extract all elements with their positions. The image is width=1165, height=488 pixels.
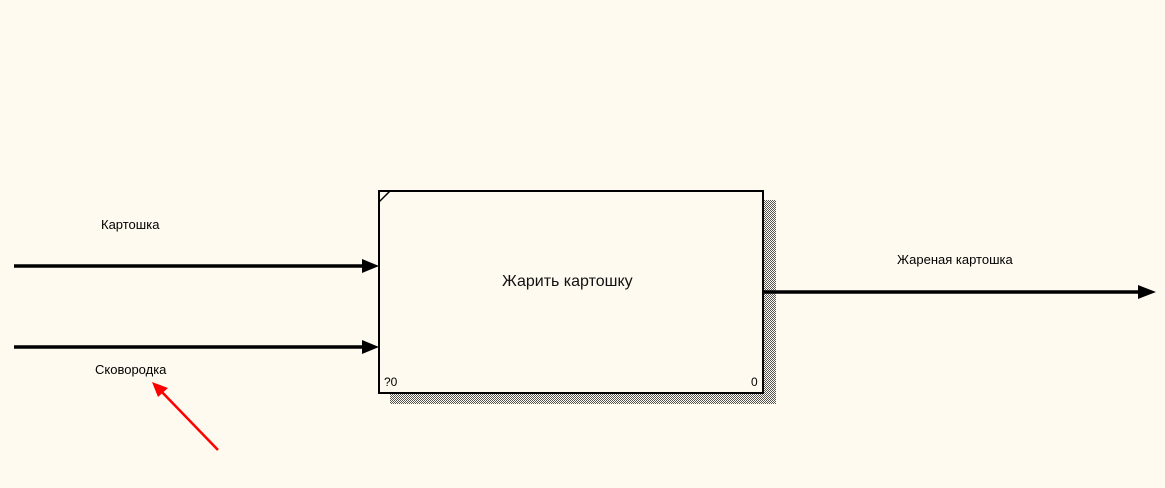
activity-box[interactable] — [378, 190, 764, 394]
output-label-fried-potato: Жареная картошка — [897, 252, 1013, 267]
activity-cost: 0 — [751, 375, 758, 389]
input-label-potato: Картошка — [101, 217, 160, 232]
box-corner-mark — [378, 190, 391, 203]
input-label-pan: Сковородка — [95, 362, 167, 377]
activity-title: Жарить картошку — [502, 273, 633, 290]
node-number: ?0 — [384, 375, 398, 389]
annotation-arrow-line — [159, 389, 219, 451]
annotation-arrow-head — [152, 382, 168, 397]
input-arrow-1-head — [362, 259, 379, 273]
output-arrow-head — [1138, 285, 1156, 299]
input-arrow-2-head — [362, 340, 379, 354]
